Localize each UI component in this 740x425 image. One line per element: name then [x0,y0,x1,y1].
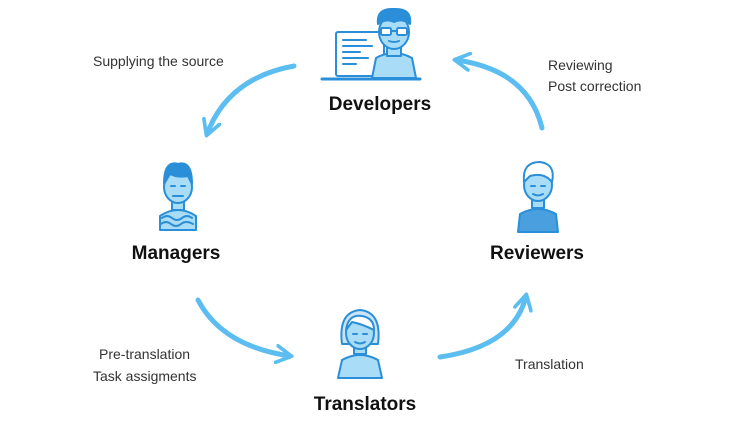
edge-label-pretranslation: Pre-translation [99,344,190,365]
edge-label-reviewing: Reviewing Post correction [548,55,641,97]
arrow-translators-to-reviewers [437,296,526,360]
edge-label-line: Reviewing [548,57,613,73]
edge-label-supplying-source: Supplying the source [93,51,224,72]
edge-label-task-assignments: Task assigments [93,366,196,387]
edge-label-line: Translation [515,356,584,372]
manager-icon [159,162,197,231]
edge-label-translation: Translation [515,354,584,375]
edge-label-line: Pre-translation [99,346,191,362]
edge-label-line: Supplying the source [93,53,224,69]
edge-label-line: Task assigments [93,368,197,384]
role-label-translators: Translators [313,394,417,415]
edge-label-line: Post correction [548,78,642,94]
role-label-reviewers: Reviewers [489,243,585,264]
arrow-managers-to-translators [195,297,290,356]
developer-at-laptop-icon [320,7,422,81]
arrow-reviewers-to-developers [456,60,545,131]
translator-icon [337,309,383,379]
role-label-developers: Developers [328,94,432,115]
role-label-managers: Managers [131,243,221,264]
reviewer-icon [517,161,559,233]
arrow-developers-to-managers [207,63,297,134]
